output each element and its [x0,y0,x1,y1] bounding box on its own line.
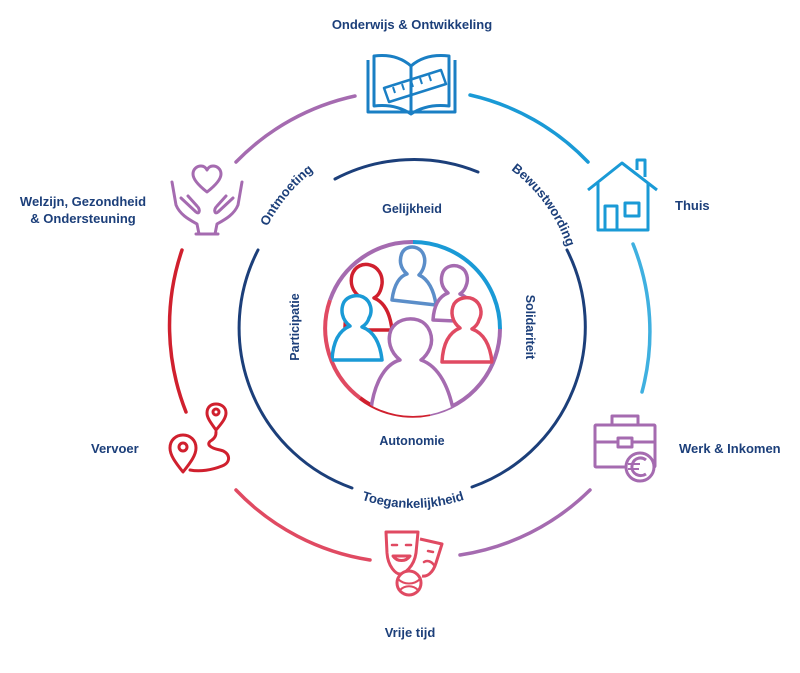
outer-segment-thuis-werk [631,242,652,394]
ring-word-toegankelijkheid: Toegankelijkheid [361,488,466,511]
outer-ring [167,93,652,562]
domain-label-vrije-tijd: Vrije tijd [384,625,436,640]
theater-masks-icon [384,530,444,597]
outer-segment-werk-vrijetijd [458,488,592,557]
route-pins-icon [168,402,230,474]
domain-label-onderwijs: Onderwijs & Ontwikkeling [331,17,493,32]
domain-label-welzijn: Welzijn, Gezondheid & Ondersteuning [20,193,146,227]
outer-segment-welzijn-onderwijs [234,94,357,164]
middle-ring [237,158,587,490]
value-participatie: Participatie [288,293,302,360]
value-gelijkheid: Gelijkheid [382,202,442,216]
people-group-icon [323,239,502,418]
house-icon [587,158,658,232]
ring-word-bewustwording: Bewustwording [509,160,578,248]
hands-heart-icon [170,164,244,236]
outer-segment-vervoer-welzijn [167,248,188,414]
ring-word-ontmoeting: Ontmoeting [257,161,316,228]
book-ruler-icon [366,54,457,116]
briefcase-euro-icon [593,414,657,483]
domain-label-welzijn-line1: Welzijn, Gezondheid [19,194,147,209]
value-autonomie: Autonomie [379,434,444,448]
outer-segment-onderwijs-thuis [468,93,590,164]
value-solidariteit: Solidariteit [523,295,537,360]
outer-segment-vrijetijd-vervoer [234,488,372,562]
domain-label-vervoer: Vervoer [91,441,139,456]
domain-label-thuis: Thuis [675,198,710,213]
domain-label-welzijn-line2: & Ondersteuning [30,211,136,226]
domain-label-werk: Werk & Inkomen [679,441,781,456]
